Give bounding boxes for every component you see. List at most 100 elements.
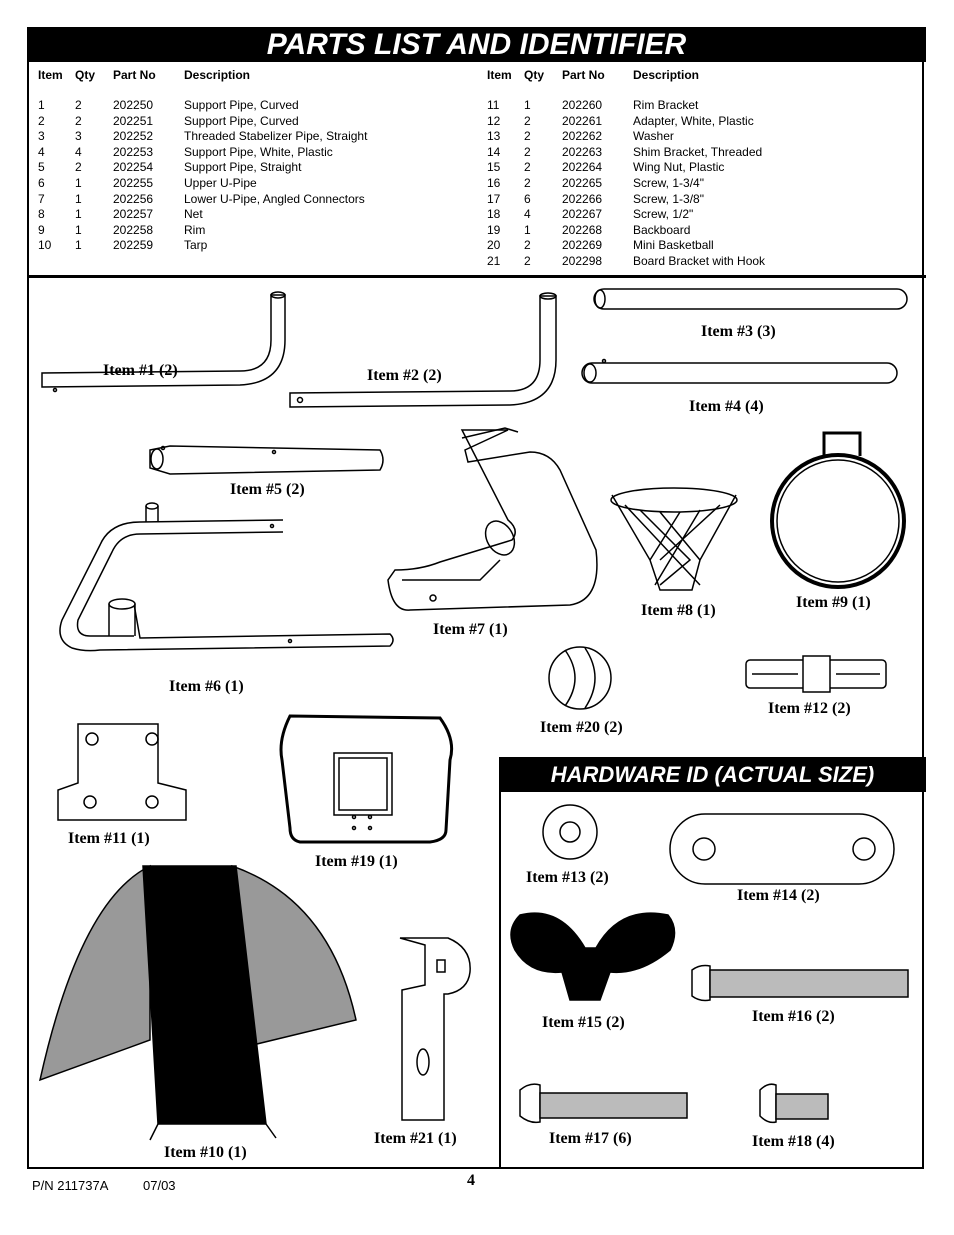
cell-item: 16 <box>487 176 501 190</box>
item7-lower-u-pipe-drawing <box>387 427 598 611</box>
cell-qty: 2 <box>524 129 531 144</box>
page-number: 4 <box>467 1172 475 1189</box>
cell-qty: 2 <box>524 113 531 128</box>
item18-screw-drawing <box>759 1083 829 1124</box>
label-item10: Item #10 (1) <box>164 1144 247 1161</box>
item10-tarp-drawing <box>38 864 357 1141</box>
cell-description: Upper U-Pipe <box>184 176 257 190</box>
cell-description: Shim Bracket, Threaded <box>633 144 763 159</box>
cell-description: Screw, 1-3/8" <box>633 191 704 206</box>
cell-item: 17 <box>487 191 501 206</box>
cell-item: 18 <box>487 207 501 222</box>
cell-description: Mini Basketball <box>633 238 714 253</box>
cell-description: Wing Nut, Plastic <box>633 160 725 175</box>
cell-qty: 2 <box>524 238 531 253</box>
label-item5: Item #5 (2) <box>230 481 305 498</box>
cell-description: Screw, 1-3/4" <box>633 176 704 190</box>
header-item: Item <box>38 68 63 82</box>
cell-qty: 1 <box>75 222 82 237</box>
table-divider <box>27 275 926 278</box>
cell-item: 5 <box>38 160 45 175</box>
cell-part-no: 202269 <box>562 238 603 253</box>
cell-item: 21 <box>487 254 501 268</box>
cell-qty: 2 <box>524 160 531 175</box>
label-item13: Item #13 (2) <box>526 869 609 886</box>
cell-part-no: 202254 <box>113 160 154 175</box>
item9-rim-drawing <box>770 431 906 589</box>
item20-ball-drawing <box>548 646 612 710</box>
cell-part-no: 202263 <box>562 144 603 159</box>
label-item3: Item #3 (3) <box>701 323 776 340</box>
cell-item: 8 <box>38 207 45 222</box>
hardware-section <box>499 757 926 1169</box>
cell-part-no: 202259 <box>113 238 154 253</box>
cell-part-no: 202265 <box>562 176 603 190</box>
cell-part-no: 202256 <box>113 191 154 206</box>
cell-qty: 1 <box>524 98 531 112</box>
item3-straight-pipe-drawing <box>593 288 908 310</box>
cell-item: 7 <box>38 191 45 206</box>
label-item6: Item #6 (1) <box>169 678 244 695</box>
item19-backboard-drawing <box>279 714 454 844</box>
label-item12: Item #12 (2) <box>768 700 851 717</box>
footer-part-number: P/N 211737A <box>32 1178 109 1193</box>
label-item16: Item #16 (2) <box>752 1008 835 1025</box>
cell-item: 15 <box>487 160 501 175</box>
cell-qty: 2 <box>524 176 531 190</box>
item17-screw-drawing <box>519 1083 688 1124</box>
item8-net-drawing <box>610 487 738 591</box>
cell-part-no: 202260 <box>562 98 603 112</box>
label-item19: Item #19 (1) <box>315 853 398 870</box>
item11-rim-bracket-drawing <box>57 723 187 821</box>
page-title: PARTS LIST AND IDENTIFIER <box>27 27 926 62</box>
cell-description: Net <box>184 207 203 222</box>
cell-qty: 6 <box>524 191 531 206</box>
label-item14: Item #14 (2) <box>737 887 820 904</box>
cell-description: Support Pipe, Curved <box>184 98 299 112</box>
hardware-title: HARDWARE ID (ACTUAL SIZE) <box>499 757 926 792</box>
label-item8: Item #8 (1) <box>641 602 716 619</box>
item12-adapter-drawing <box>745 655 887 693</box>
label-item17: Item #17 (6) <box>549 1130 632 1147</box>
cell-qty: 1 <box>524 222 531 237</box>
cell-item: 2 <box>38 113 45 128</box>
header-qty: Qty <box>75 68 96 82</box>
item21-board-bracket-drawing <box>399 937 471 1121</box>
item1-curved-pipe-drawing <box>41 291 286 393</box>
cell-qty: 1 <box>75 176 82 190</box>
item13-washer-drawing <box>542 804 598 860</box>
cell-part-no: 202262 <box>562 129 603 144</box>
cell-description: Screw, 1/2" <box>633 207 694 222</box>
header-qty: Qty <box>524 68 545 82</box>
header-part-no: Part No <box>113 68 156 82</box>
cell-part-no: 202255 <box>113 176 154 190</box>
footer-date: 07/03 <box>143 1178 176 1193</box>
cell-description: Board Bracket with Hook <box>633 254 766 268</box>
label-item21: Item #21 (1) <box>374 1130 457 1147</box>
cell-description: Threaded Stabelizer Pipe, Straight <box>184 129 368 144</box>
item15-wing-nut-drawing <box>510 912 676 1001</box>
cell-item: 6 <box>38 176 45 190</box>
cell-qty: 4 <box>524 207 531 222</box>
cell-part-no: 202257 <box>113 207 154 222</box>
label-item18: Item #18 (4) <box>752 1133 835 1150</box>
cell-part-no: 202266 <box>562 191 603 206</box>
label-item20: Item #20 (2) <box>540 719 623 736</box>
label-item11: Item #11 (1) <box>68 830 150 847</box>
cell-description: Lower U-Pipe, Angled Connectors <box>184 191 365 206</box>
cell-part-no: 202264 <box>562 160 603 175</box>
cell-part-no: 202252 <box>113 129 154 144</box>
cell-qty: 1 <box>75 191 82 206</box>
cell-description: Rim Bracket <box>633 98 699 112</box>
cell-item: 12 <box>487 113 501 128</box>
cell-item: 10 <box>38 238 52 253</box>
item4-straight-pipe-drawing <box>581 358 898 384</box>
label-item9: Item #9 (1) <box>796 594 871 611</box>
cell-description: Adapter, White, Plastic <box>633 113 754 128</box>
cell-item: 1 <box>38 98 45 112</box>
cell-qty: 3 <box>75 129 82 144</box>
item5-straight-pipe-drawing <box>149 445 384 475</box>
label-item15: Item #15 (2) <box>542 1014 625 1031</box>
cell-item: 9 <box>38 222 45 237</box>
item16-screw-drawing <box>691 964 909 1002</box>
